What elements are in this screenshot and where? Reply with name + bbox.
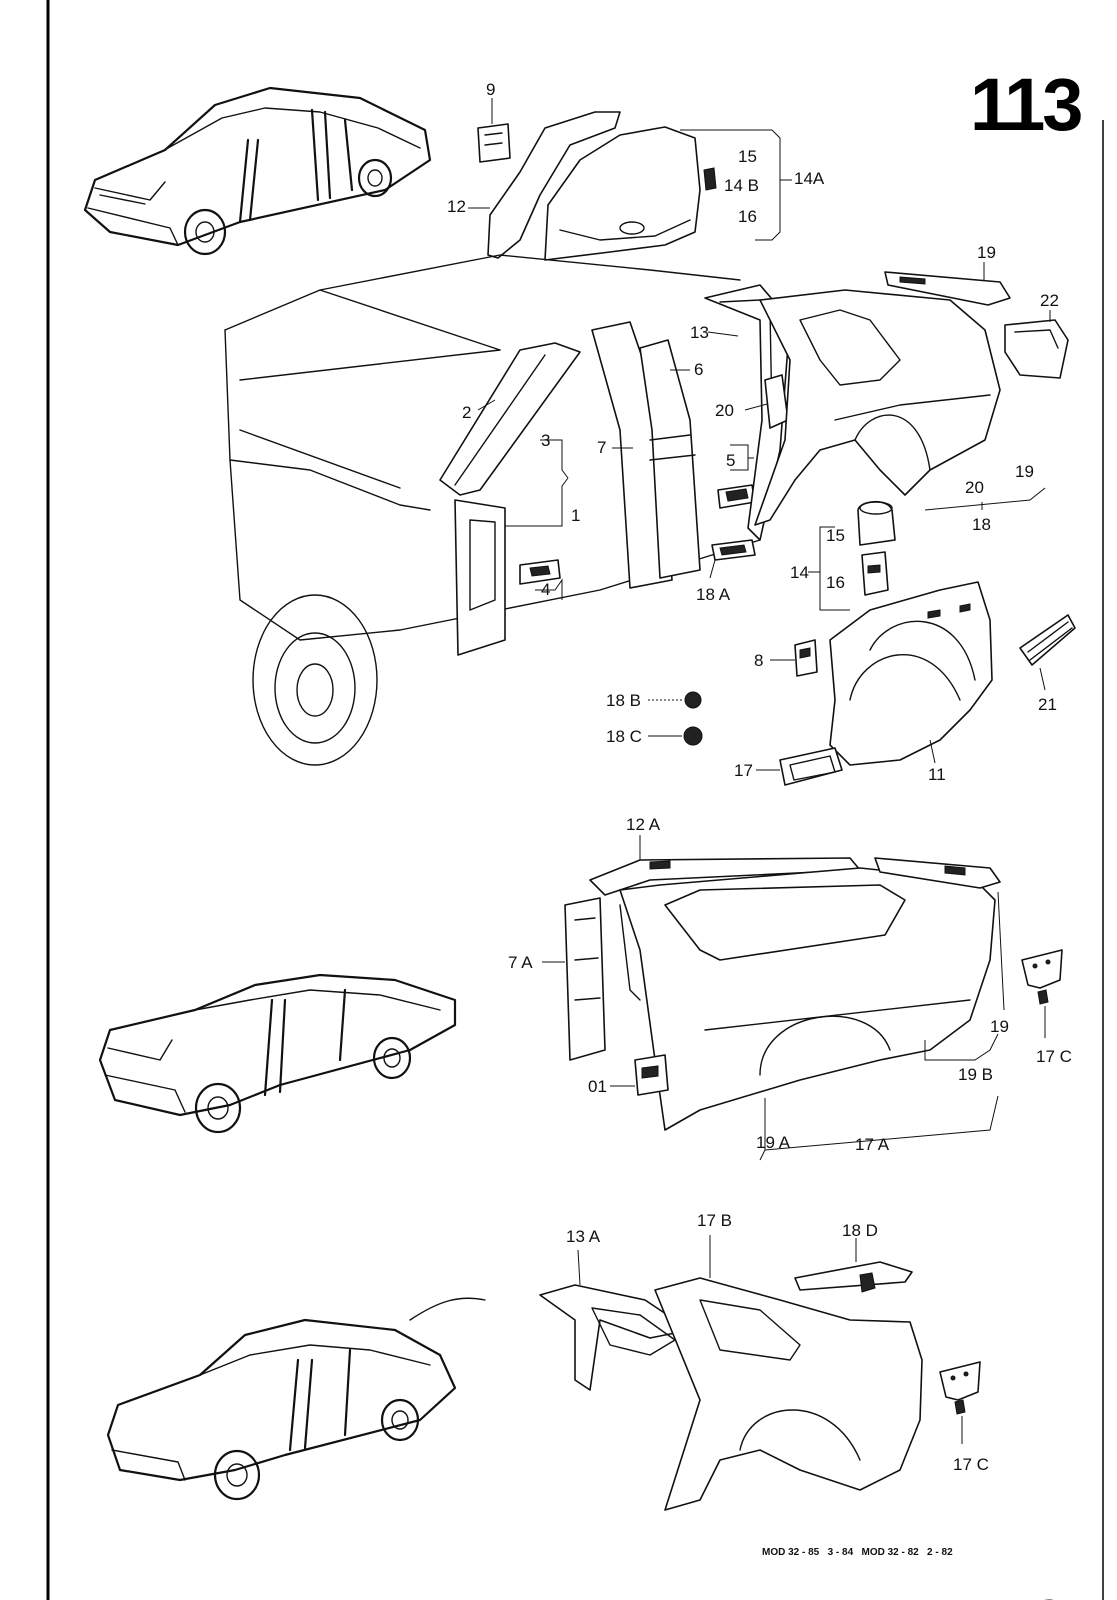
callout-2: 2 — [462, 403, 471, 422]
part-18c-plug — [683, 726, 703, 746]
callout-13: 13 — [690, 323, 709, 342]
callout-5: 5 — [726, 451, 735, 470]
part-7-b-pillar-outer — [591, 321, 701, 589]
callout-12a: 12 A — [626, 815, 661, 834]
part-18-quarter-panel — [754, 289, 1001, 526]
callout-20-mid: 20 — [965, 478, 984, 497]
callout-14b: 14 B — [724, 176, 759, 195]
callout-13a: 13 A — [566, 1227, 601, 1246]
part-22-tail-bracket — [1004, 319, 1069, 379]
callout-6-top: 6 — [694, 360, 703, 379]
callout-18c: 18 C — [606, 727, 642, 746]
part-21-trim — [1019, 614, 1076, 666]
footer-model-codes: MOD 32 - 85 3 - 84 MOD 32 - 82 2 - 82 — [762, 1547, 953, 1558]
part-18a-bracket — [711, 539, 756, 561]
callout-15-top: 15 — [738, 147, 757, 166]
callout-16-mid: 16 — [826, 573, 845, 592]
part-13a-pillar — [539, 1284, 691, 1391]
callout-16-top: 16 — [738, 207, 757, 226]
callout-19a: 19 A — [756, 1133, 791, 1152]
car-thumbnail-coupe-middle — [98, 973, 457, 1134]
page-number: 113 — [970, 63, 1081, 146]
callout-19-coupe: 19 — [990, 1017, 1009, 1036]
part-17b-sedan-side-panel — [654, 1277, 923, 1511]
part-17c-bracket-bottom — [939, 1361, 981, 1415]
callout-12: 12 — [447, 197, 466, 216]
part-19-coupe-rear-rail — [874, 857, 1001, 889]
part-12-wheelhouse-inner — [487, 111, 701, 261]
car-thumbnail-sedan-bottom — [106, 1297, 486, 1501]
callout-9: 9 — [486, 80, 495, 99]
part-15-dome — [857, 500, 896, 546]
part-17-plate — [779, 747, 843, 786]
callout-18a: 18 A — [696, 585, 731, 604]
part-17a-coupe-side-panel — [619, 867, 996, 1131]
callout-19-top: 19 — [977, 243, 996, 262]
callout-8: 8 — [754, 651, 763, 670]
callout-20-top: 20 — [715, 401, 734, 420]
callout-3: 3 — [541, 431, 550, 450]
bottom-cutoff-page-number: 113 — [975, 1588, 1064, 1600]
part-01-plate — [634, 1054, 669, 1096]
callout-17: 17 — [734, 761, 753, 780]
callout-17c-mid: 17 C — [1036, 1047, 1072, 1066]
callout-7a: 7 A — [508, 953, 533, 972]
callout-14a: 14A — [794, 169, 825, 188]
callout-11: 11 — [928, 765, 946, 784]
part-11-wheelhouse-outer — [829, 581, 993, 766]
callout-18: 18 — [972, 515, 991, 534]
car-thumbnail-4door-top — [83, 86, 432, 256]
part-7a-b-pillar — [564, 897, 606, 1061]
callout-01: 01 — [588, 1077, 607, 1096]
part-2-a-pillar — [439, 342, 581, 496]
callout-17c-bottom: 17 C — [953, 1455, 989, 1474]
part-18d-rail — [794, 1261, 913, 1293]
callout-22: 22 — [1040, 291, 1059, 310]
callout-14: 14 — [790, 563, 809, 582]
part-19-rear-rail — [884, 271, 1011, 306]
callout-7: 7 — [597, 438, 606, 457]
callout-17b: 17 B — [697, 1211, 732, 1230]
part-17c-bracket-mid — [1021, 949, 1063, 1005]
part-16-plate — [861, 551, 889, 596]
callout-15-mid: 15 — [826, 526, 845, 545]
part-8-bracket — [794, 639, 818, 677]
part-1-a-pillar-lower — [454, 499, 506, 656]
part-14b-clip — [703, 167, 717, 191]
part-9-bracket — [477, 123, 511, 163]
callout-17a: 17 A — [855, 1135, 890, 1154]
callout-4: 4 — [541, 580, 550, 599]
callout-21: 21 — [1038, 695, 1057, 714]
part-5-hinge — [717, 484, 756, 509]
part-18b-plug — [684, 691, 702, 709]
callout-1: 1 — [571, 506, 580, 525]
callout-19b: 19 B — [958, 1065, 993, 1084]
part-13-c-pillar — [704, 284, 791, 541]
part-4-hinge — [519, 559, 561, 585]
callout-18b: 18 B — [606, 691, 641, 710]
callout-19-mid: 19 — [1015, 462, 1034, 481]
callout-18d: 18 D — [842, 1221, 878, 1240]
